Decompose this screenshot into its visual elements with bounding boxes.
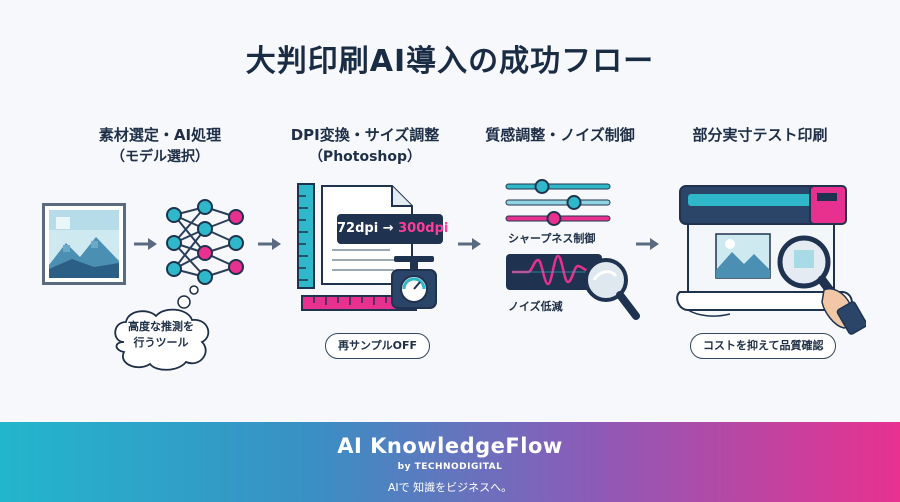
sharpness-label: シャープネス制御	[508, 232, 596, 245]
step-3-label: 質感調整・ノイズ制御	[470, 124, 650, 146]
step-2-sub: （Photoshop）	[308, 149, 422, 165]
noise-reduction-label: ノイズ低減	[508, 300, 563, 313]
slider-icon	[505, 179, 611, 226]
brand-tagline: AIで 知識をビジネスへ。	[387, 481, 513, 494]
brand-name: AI KnowledgeFlow	[337, 434, 563, 458]
arrow-right-icon	[458, 238, 481, 250]
resample-off-pill: 再サンプルOFF	[325, 333, 431, 359]
thought-bubble-icon	[114, 285, 210, 371]
arrow-right-icon	[134, 238, 157, 250]
bubble-line-1: 高度な推測を	[128, 320, 194, 333]
document-icon	[297, 183, 437, 311]
cost-quality-pill: コストを抑えて品質確認	[690, 333, 837, 359]
arrow-right-icon	[636, 238, 659, 250]
step-2-label: DPI変換・サイズ調整 （Photoshop）	[265, 124, 465, 168]
footer-banner	[0, 422, 900, 502]
step-3-title: 質感調整・ノイズ制御	[485, 126, 635, 144]
dpi-conversion-box: 72dpi → 300dpi	[337, 214, 448, 244]
printer-icon	[676, 185, 866, 335]
waveform-icon	[506, 254, 640, 320]
step-1-sub: （モデル選択）	[111, 149, 209, 165]
dpi-arrow: →	[382, 221, 394, 236]
neural-network-icon	[166, 199, 244, 285]
bubble-text: 高度な推測を 行うツール	[114, 319, 208, 351]
step-1-title: 素材選定・AI処理	[98, 126, 222, 144]
step-4-label: 部分実寸テスト印刷	[670, 124, 850, 146]
brand-by: by TECHNODIGITAL	[397, 462, 503, 472]
step-1-label: 素材選定・AI処理 （モデル選択）	[60, 124, 260, 168]
dpi-from: 72dpi	[337, 221, 379, 236]
page-title: 大判印刷AI導入の成功フロー	[245, 44, 655, 79]
step-2-title: DPI変換・サイズ調整	[290, 126, 440, 144]
arrow-right-icon	[258, 238, 281, 250]
bubble-line-2: 行うツール	[133, 336, 189, 349]
image-icon	[42, 203, 126, 285]
step-4-title: 部分実寸テスト印刷	[692, 126, 828, 144]
dpi-to: 300dpi	[398, 221, 449, 236]
